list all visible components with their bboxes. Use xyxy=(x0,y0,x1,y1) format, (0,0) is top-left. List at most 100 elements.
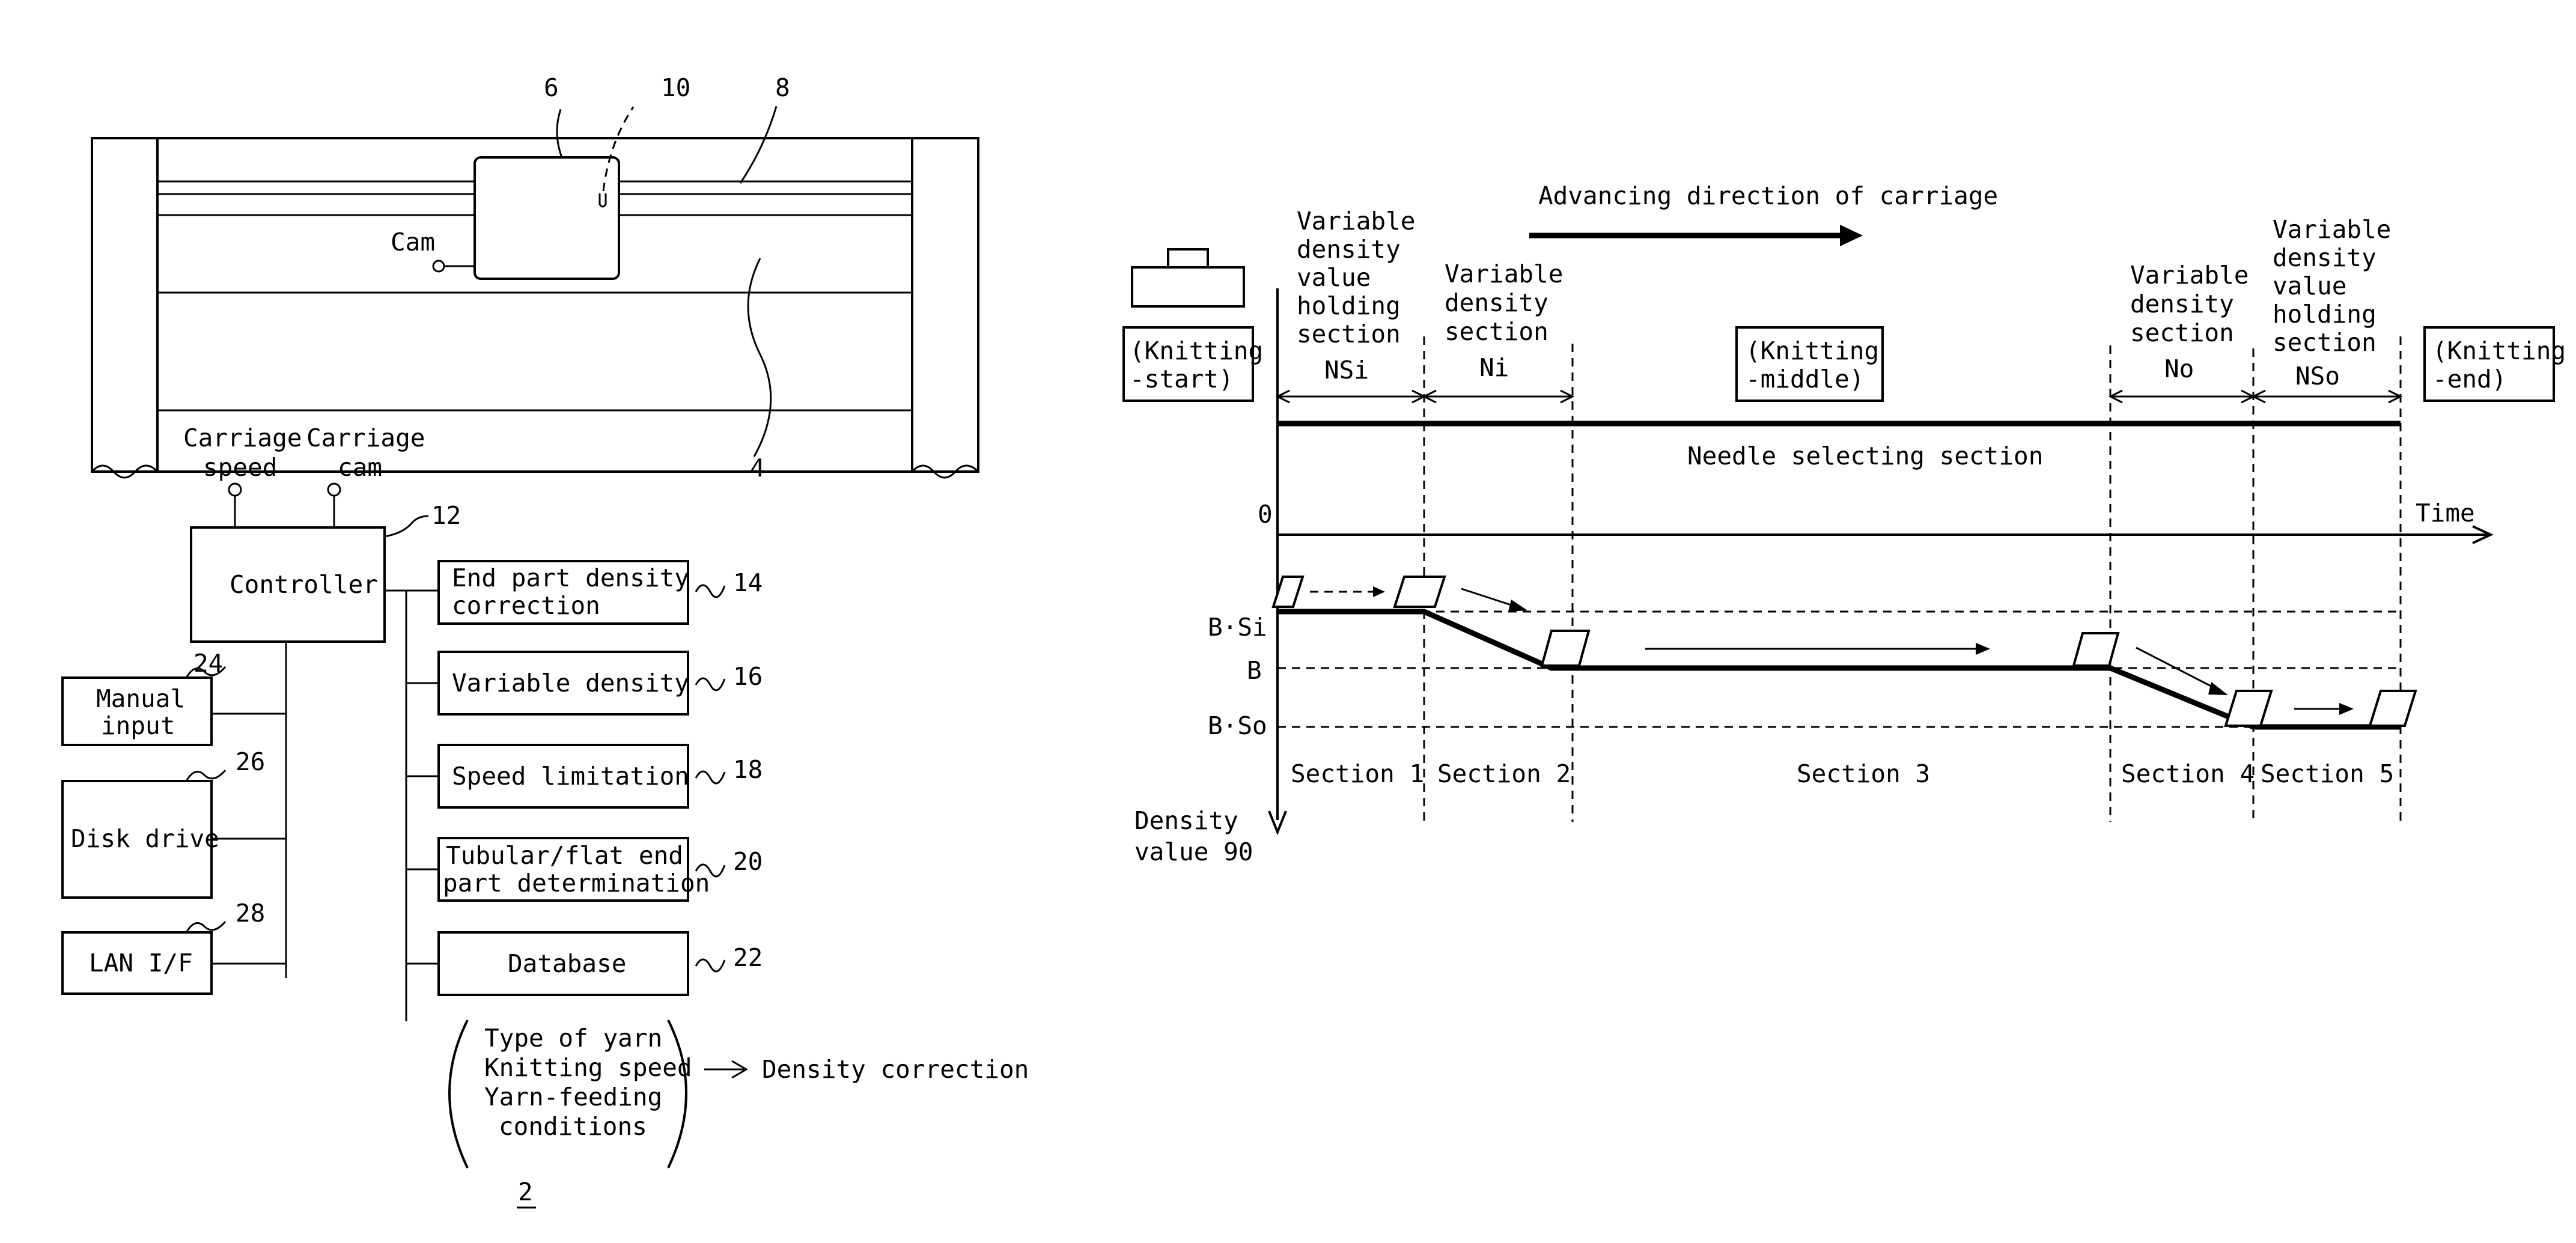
ref-12: 12 xyxy=(431,501,461,530)
no-line-3: section xyxy=(2130,318,2234,347)
left-pillar xyxy=(92,138,157,472)
db-item-1: Type of yarn xyxy=(484,1024,662,1053)
cam-label: Cam xyxy=(391,228,435,257)
nso-line-1: Variable xyxy=(2273,215,2391,244)
db-close-paren xyxy=(668,1020,686,1168)
no-line-1: Variable xyxy=(2130,261,2249,290)
density-label-1: Density xyxy=(1134,806,1238,835)
move-arrow-1-head-icon xyxy=(1373,586,1385,597)
time-label: Time xyxy=(2416,499,2475,527)
nsi-line-5: section xyxy=(1297,320,1401,348)
cam-marker-2 xyxy=(1395,577,1445,607)
density-timing-chart: Advancing direction of carriage (Knittin… xyxy=(1124,181,2566,866)
ref-22: 22 xyxy=(733,943,763,972)
leader-4 xyxy=(748,258,771,457)
no-line-4: No xyxy=(2164,354,2194,383)
density-label-2: value 90 xyxy=(1134,837,1253,866)
leader-22 xyxy=(696,959,725,971)
move-arrow-3-head-icon xyxy=(1976,643,1990,655)
section-3-label: Section 3 xyxy=(1797,759,1930,788)
advancing-direction-label: Advancing direction of carriage xyxy=(1538,181,1998,210)
nso-line-2: density xyxy=(2273,243,2377,272)
ref-6: 6 xyxy=(544,73,559,102)
carriage-6 xyxy=(475,157,619,279)
ref-4: 4 xyxy=(750,454,765,482)
no-header: Variable density section No xyxy=(2130,261,2249,383)
nso-line-4: holding xyxy=(2273,300,2377,329)
knitting-end-label-2: -end) xyxy=(2432,365,2506,394)
ni-line-4: Ni xyxy=(1479,353,1509,382)
manual-input-label-1: Manual xyxy=(96,684,185,713)
nsi-header: Variable density value holding section N… xyxy=(1297,207,1415,384)
density-correction-label: Density correction xyxy=(762,1055,1029,1084)
ref-18: 18 xyxy=(733,755,763,784)
nsi-line-6: NSi xyxy=(1324,356,1369,384)
section-1-label: Section 1 xyxy=(1291,759,1424,788)
tubular-label-1: Tubular/flat end xyxy=(446,841,683,870)
nsi-line-2: density xyxy=(1297,235,1401,264)
leader-6 xyxy=(557,109,562,157)
db-item-4: conditions xyxy=(499,1112,647,1141)
db-item-3: Yarn-feeding xyxy=(484,1083,662,1111)
nso-line-6: NSo xyxy=(2295,362,2340,391)
knitting-end-label-1: (Knitting xyxy=(2432,336,2566,365)
level-b-label: B xyxy=(1247,656,1262,685)
knitting-start-label-1: (Knitting xyxy=(1130,336,1263,365)
carriage-cam-label-1: Carriage xyxy=(306,424,425,452)
figure-number: 2 xyxy=(518,1178,533,1206)
ref-16: 16 xyxy=(733,662,763,691)
needle-selecting-label: Needle selecting section xyxy=(1687,442,2043,470)
control-block-diagram: Carriage speed Carriage cam Controller 1… xyxy=(62,424,1029,1208)
end-part-label-2: correction xyxy=(452,591,600,620)
ref-14: 14 xyxy=(733,568,763,597)
move-arrow-2-head-icon xyxy=(1508,600,1527,612)
leader-16 xyxy=(696,678,725,690)
ni-header: Variable density section Ni xyxy=(1445,260,1563,382)
tubular-label-2: part determination xyxy=(443,869,710,898)
leader-18 xyxy=(696,771,725,783)
ref-26: 26 xyxy=(236,747,265,776)
move-arrow-4-head-icon xyxy=(2208,682,2228,695)
cam-marker-5 xyxy=(2226,691,2271,726)
carriage-cam-label-2: cam xyxy=(338,453,382,482)
disk-drive-label: Disk drive xyxy=(71,824,219,853)
level-bso-label: B·So xyxy=(1208,711,1267,740)
lan-label: LAN I/F xyxy=(89,949,193,977)
leader-26 xyxy=(186,770,225,781)
ni-line-3: section xyxy=(1445,317,1548,346)
controller-label: Controller xyxy=(230,570,378,599)
db-item-2: Knitting speed xyxy=(484,1053,692,1082)
section-2-label: Section 2 xyxy=(1437,759,1571,788)
ni-line-2: density xyxy=(1445,288,1548,317)
ref-10: 10 xyxy=(661,73,690,102)
nso-header: Variable density value holding section N… xyxy=(2273,215,2391,391)
nso-line-5: section xyxy=(2273,328,2377,357)
database-label: Database xyxy=(508,949,626,978)
manual-input-label-2: input xyxy=(101,711,175,740)
ref-24: 24 xyxy=(193,649,223,678)
section-4-label: Section 4 xyxy=(2121,759,2255,788)
nsi-line-1: Variable xyxy=(1297,207,1415,236)
move-arrow-5-head-icon xyxy=(2339,703,2354,715)
cam-terminal-icon xyxy=(433,261,444,272)
carriage-speed-label-2: speed xyxy=(203,453,277,482)
knitting-middle-label-2: -middle) xyxy=(1746,365,1864,394)
leader-14 xyxy=(696,585,725,597)
nsi-line-3: value xyxy=(1297,263,1371,292)
nso-line-3: value xyxy=(2273,272,2346,300)
carriage-icon-top xyxy=(1168,249,1208,267)
section-5-label: Section 5 xyxy=(2261,759,2394,788)
time-zero-label: 0 xyxy=(1258,500,1273,529)
ref-28: 28 xyxy=(236,899,265,928)
ref-8: 8 xyxy=(775,73,790,102)
knitting-middle-label-1: (Knitting xyxy=(1746,336,1879,365)
right-pillar xyxy=(912,138,978,472)
ni-line-1: Variable xyxy=(1445,260,1563,288)
cam-marker-3 xyxy=(1542,631,1589,666)
level-bsi-label: B·Si xyxy=(1208,613,1267,642)
leader-28 xyxy=(186,922,225,932)
cam-marker-4 xyxy=(2074,633,2118,666)
leader-12 xyxy=(385,516,428,536)
